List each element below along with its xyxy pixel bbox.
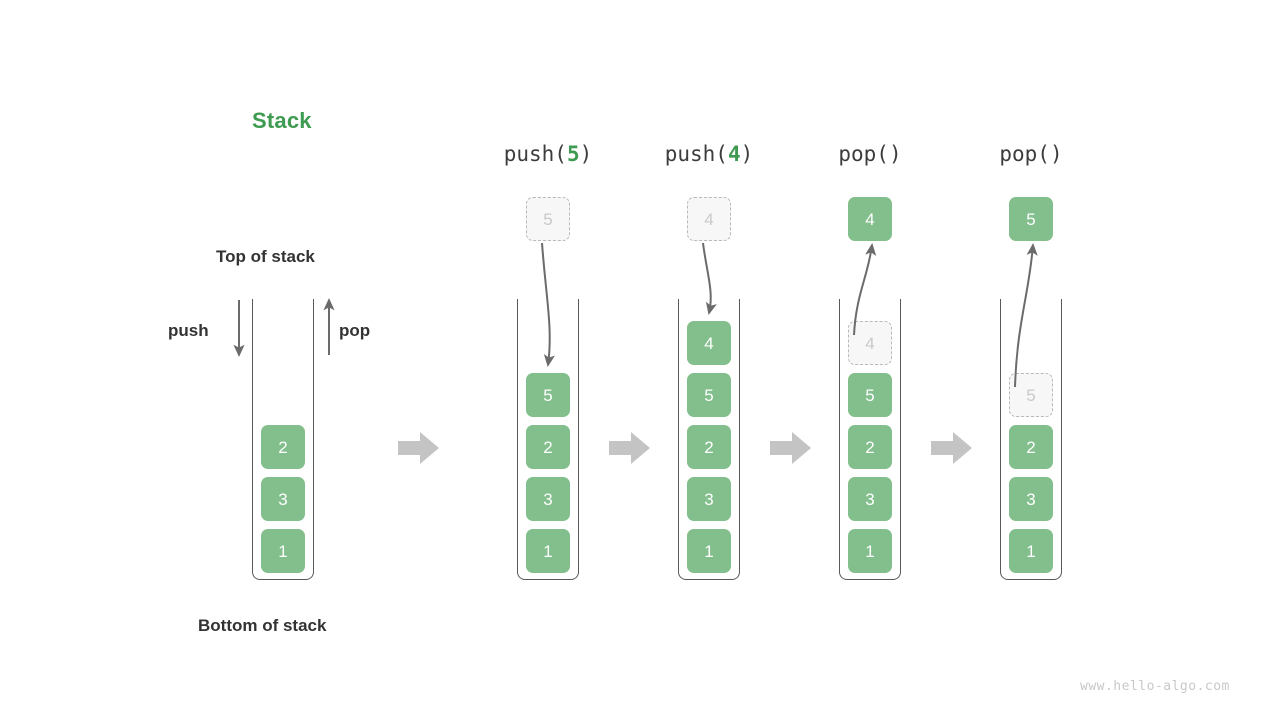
- header-value: 4: [727, 142, 741, 166]
- stack-element-push-4-2: 2: [687, 425, 731, 469]
- header-prefix: push(: [664, 142, 728, 166]
- operation-header-push-4: push(4): [619, 142, 799, 166]
- stack-element-pop-5-2: 3: [1009, 477, 1053, 521]
- floating-element-push-5: 5: [526, 197, 570, 241]
- stack-element-pop-4-1: 5: [848, 373, 892, 417]
- separator-4: [931, 432, 972, 464]
- stack-element-pop-5-3: 1: [1009, 529, 1053, 573]
- watermark: www.hello-algo.com: [1080, 679, 1230, 694]
- stack-element-pop-4-3: 3: [848, 477, 892, 521]
- stack-element-pop-4-2: 2: [848, 425, 892, 469]
- header-prefix: pop(: [838, 142, 889, 166]
- bottom-of-stack-label: Bottom of stack: [198, 616, 327, 635]
- stack-container-push-5: [517, 299, 579, 580]
- header-suffix: ): [740, 142, 754, 166]
- operation-header-pop-5: pop(): [941, 142, 1121, 166]
- push-label: push: [168, 321, 209, 340]
- stack-container-pop-5: [1000, 299, 1062, 580]
- separator-2: [609, 432, 650, 464]
- floating-element-pop-5: 5: [1009, 197, 1053, 241]
- stack-element-push-5-2: 3: [526, 477, 570, 521]
- stack-element-initial-0: 2: [261, 425, 305, 469]
- top-of-stack-label: Top of stack: [216, 247, 315, 266]
- stack-element-push-4-1: 5: [687, 373, 731, 417]
- floating-element-push-4: 4: [687, 197, 731, 241]
- separator-3: [770, 432, 811, 464]
- stack-element-push-5-1: 2: [526, 425, 570, 469]
- stack-element-pop-4-4: 1: [848, 529, 892, 573]
- operation-header-pop-4: pop(): [780, 142, 960, 166]
- page-title: Stack: [252, 108, 312, 133]
- stack-container-push-4: [678, 299, 740, 580]
- floating-element-pop-4: 4: [848, 197, 892, 241]
- stack-element-pop-5-1: 2: [1009, 425, 1053, 469]
- header-prefix: push(: [503, 142, 567, 166]
- initial-stack-container: [252, 299, 314, 580]
- pop-label: pop: [339, 321, 371, 340]
- stack-element-push-4-4: 1: [687, 529, 731, 573]
- stack-element-push-4-0: 4: [687, 321, 731, 365]
- operation-header-push-5: push(5): [458, 142, 638, 166]
- stack-element-push-4-3: 3: [687, 477, 731, 521]
- stack-element-pop-5-0: 5: [1009, 373, 1053, 417]
- stack-element-pop-4-0: 4: [848, 321, 892, 365]
- stack-element-push-5-0: 5: [526, 373, 570, 417]
- stack-container-pop-4: [839, 299, 901, 580]
- header-suffix: ): [888, 142, 902, 166]
- header-prefix: pop(: [999, 142, 1050, 166]
- header-suffix: ): [1049, 142, 1063, 166]
- separator-1: [398, 432, 439, 464]
- stack-element-initial-1: 3: [261, 477, 305, 521]
- stack-element-initial-2: 1: [261, 529, 305, 573]
- stack-element-push-5-3: 1: [526, 529, 570, 573]
- header-value: 5: [566, 142, 580, 166]
- header-suffix: ): [579, 142, 593, 166]
